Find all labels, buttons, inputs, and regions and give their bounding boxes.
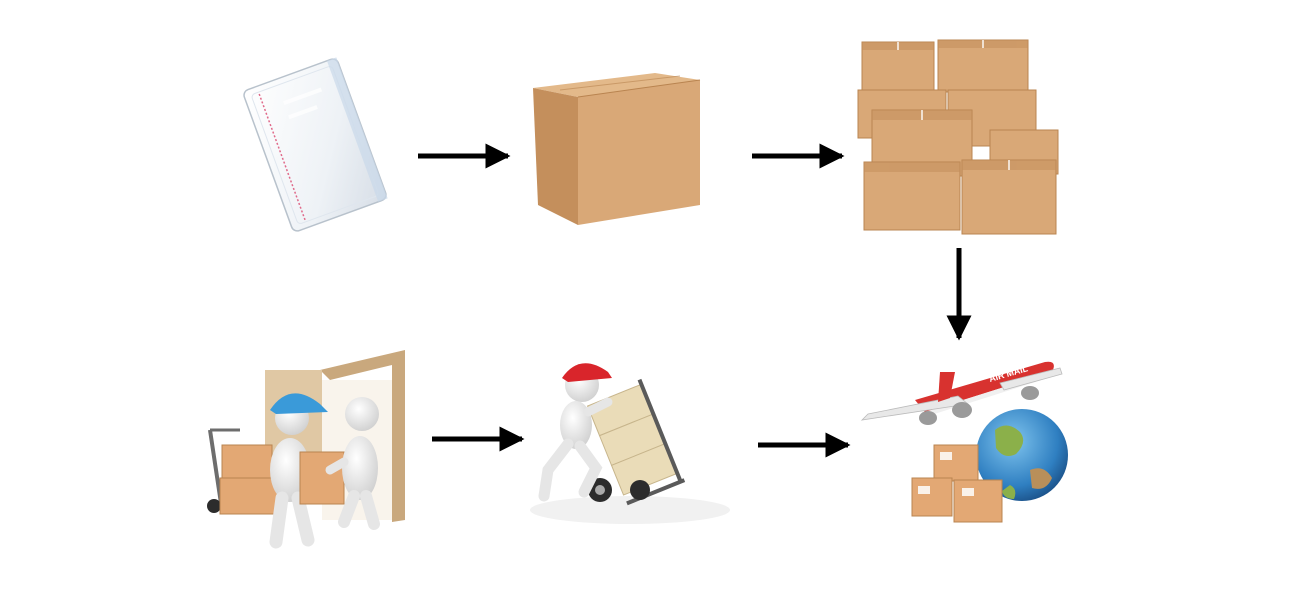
single-box-illustration xyxy=(533,73,701,225)
flow-arrows xyxy=(418,143,972,458)
box-stack-illustration xyxy=(857,39,1059,235)
plastic-bag-illustration xyxy=(243,57,388,232)
air-shipping-illustration: AIR MAIL xyxy=(860,361,1068,523)
hand-truck-courier-illustration xyxy=(530,363,730,524)
door-delivery-illustration xyxy=(207,350,405,549)
